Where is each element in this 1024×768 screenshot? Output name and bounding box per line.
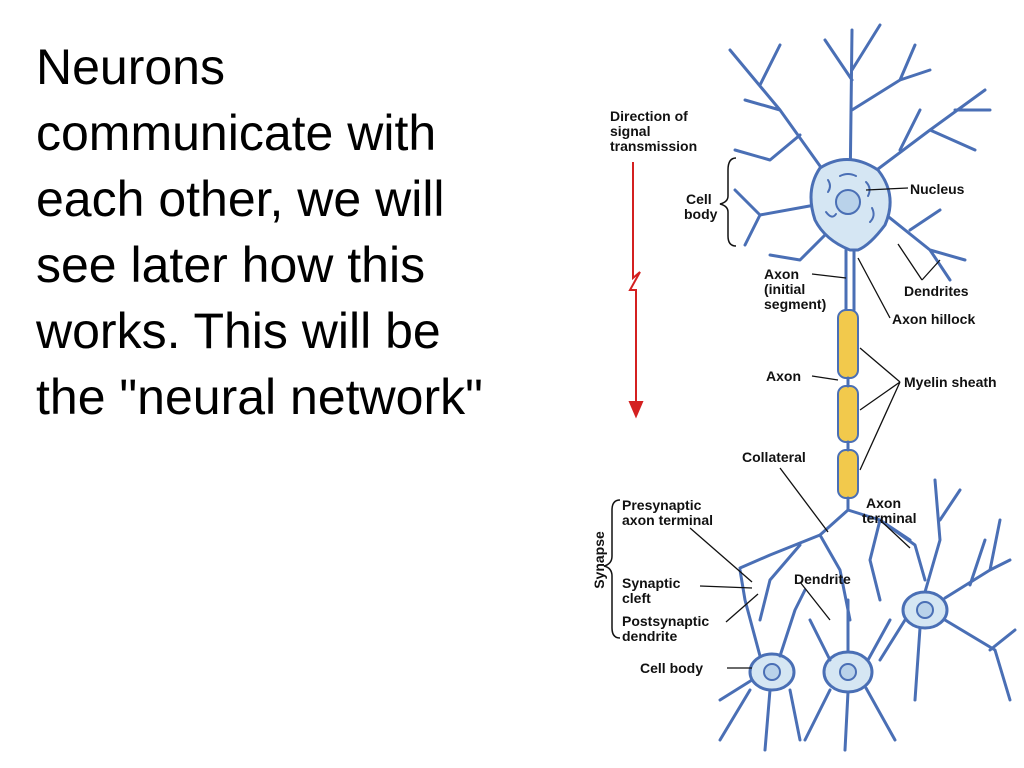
label-leader-lines [689,187,941,669]
signal-direction-arrow [628,162,644,419]
synaptic-cleft-label: Synaptic [622,575,681,591]
cell-body-brace [719,157,737,247]
synapse-brace [603,499,621,639]
slide-body-text: Neurons communicate with each other, we … [36,34,576,430]
slide-text-line: the "neural network" [36,369,483,425]
slide-text-line: works. This will be [36,303,441,359]
synapse-label: Synapse [591,531,607,589]
axon-hillock-label: Axon hillock [892,311,975,327]
nucleus-label: Nucleus [910,181,965,197]
dendrite-label: Dendrite [794,571,851,587]
slide-text-line: see later how this [36,237,426,293]
neuron-illustration [718,23,1017,752]
cell-body-label-top: body [684,206,718,222]
direction-label-line: signal [610,123,650,139]
axon-initial-label: Axon [764,266,799,282]
postsynaptic-label: dendrite [622,628,677,644]
direction-label-line: Direction of [610,108,688,124]
axon-label: Axon [766,368,801,384]
collateral-label: Collateral [742,449,806,465]
presynaptic-label: axon terminal [622,512,713,528]
cell-body-label-bottom: Cell body [640,660,703,676]
dendrites-label: Dendrites [904,283,969,299]
direction-label-line: transmission [610,138,697,154]
presynaptic-label: Presynaptic [622,497,702,513]
axon-terminal-label: Axon [866,495,901,511]
synaptic-cleft-label: cleft [622,590,651,606]
slide-text-line: communicate with [36,105,437,161]
axon-initial-label: (initial [764,281,805,297]
axon-initial-label: segment) [764,296,826,312]
myelin-sheath-label: Myelin sheath [904,374,997,390]
postsynaptic-label: Postsynaptic [622,613,709,629]
slide-text-line: each other, we will [36,171,445,227]
slide-text-line: Neurons [36,39,225,95]
axon-terminal-label: terminal [862,510,916,526]
cell-body-label-top: Cell [686,191,712,207]
